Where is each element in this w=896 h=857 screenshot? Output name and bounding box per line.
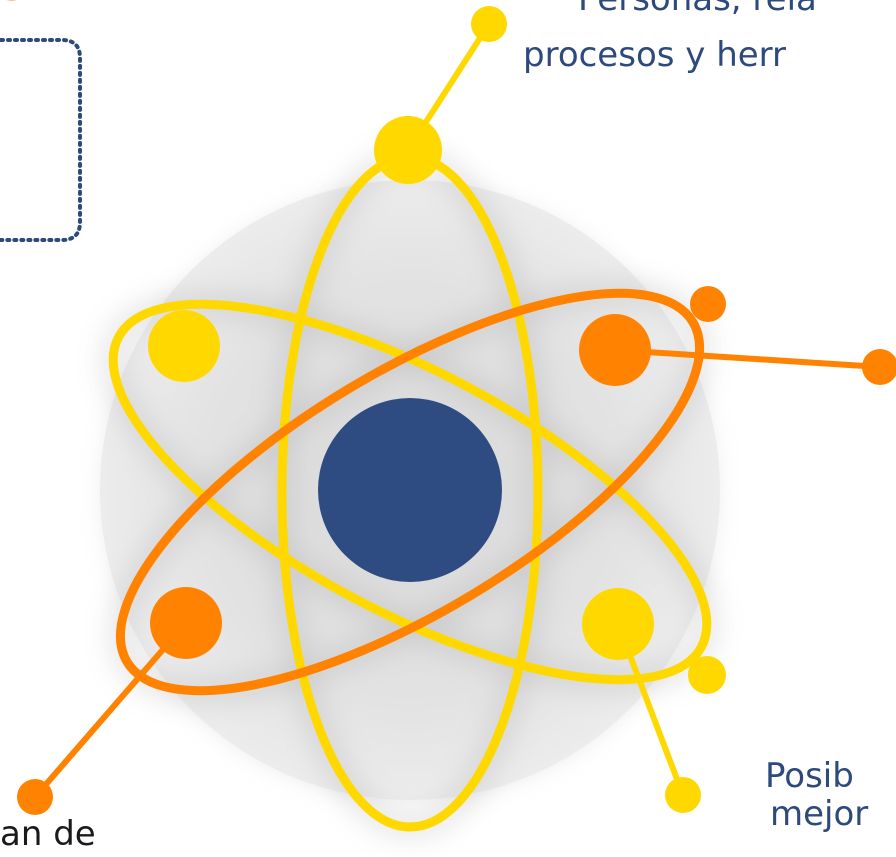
electron-lower-left [150, 587, 222, 659]
label-top-line1: Personas, rela [578, 0, 817, 18]
electron-small-right [690, 286, 726, 322]
electron-small-lower-right [688, 656, 726, 694]
label-bottom-right-line1: Posib [765, 756, 854, 796]
orbit-orange-diagonal [115, 288, 705, 696]
label-bottom-left: an de [0, 814, 96, 854]
connector-bottom-left [32, 621, 189, 799]
electron-lower-right [582, 588, 654, 660]
electron-top [374, 116, 442, 184]
endpoint-right [862, 349, 896, 385]
connector-right [614, 347, 881, 370]
label-top-line2: procesos y herr [523, 35, 787, 75]
corner-heading-fragment: s [0, 0, 24, 10]
endpoint-top [471, 6, 507, 42]
electron-upper-right [579, 314, 651, 386]
nucleus [318, 398, 502, 582]
endpoint-bottom-left [17, 779, 53, 815]
electron-upper-left [148, 310, 220, 382]
dotted-callout-box [0, 38, 82, 242]
orbit-yellow-diagonal [108, 299, 712, 685]
endpoint-bottom-right [665, 777, 701, 813]
label-bottom-right-line2: mejor [770, 794, 869, 834]
